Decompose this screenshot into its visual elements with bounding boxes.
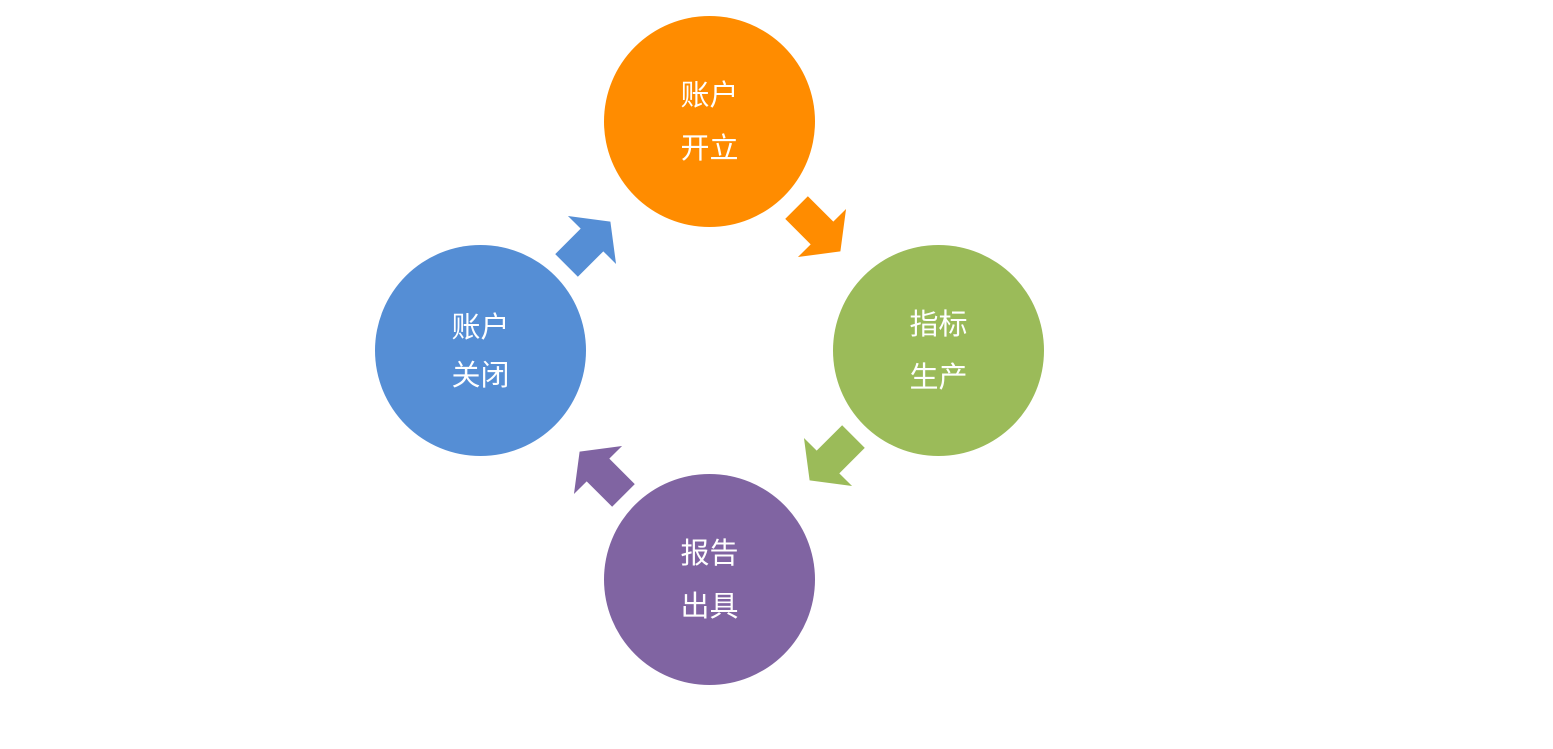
node-label-line: 关闭: [451, 357, 510, 392]
arrow-close-to-open: [555, 215, 617, 277]
arrow-report-to-close: [573, 445, 635, 507]
node-label-line: 出具: [680, 588, 739, 623]
arrow-produce-to-report: [803, 425, 865, 487]
node-account-open: 账户 开立: [604, 16, 815, 227]
node-label-line: 账户: [680, 77, 739, 112]
node-label-line: 报告: [680, 535, 739, 570]
node-label-line: 指标: [909, 306, 968, 341]
arrow-open-to-produce: [785, 196, 847, 258]
node-label-line: 生产: [909, 359, 968, 394]
node-indicator-production: 指标 生产: [833, 245, 1044, 456]
node-label-line: 开立: [680, 130, 739, 165]
node-label-line: 账户: [451, 309, 510, 344]
node-report-issuance: 报告 出具: [604, 474, 815, 685]
node-account-close: 账户 关闭: [375, 245, 586, 456]
